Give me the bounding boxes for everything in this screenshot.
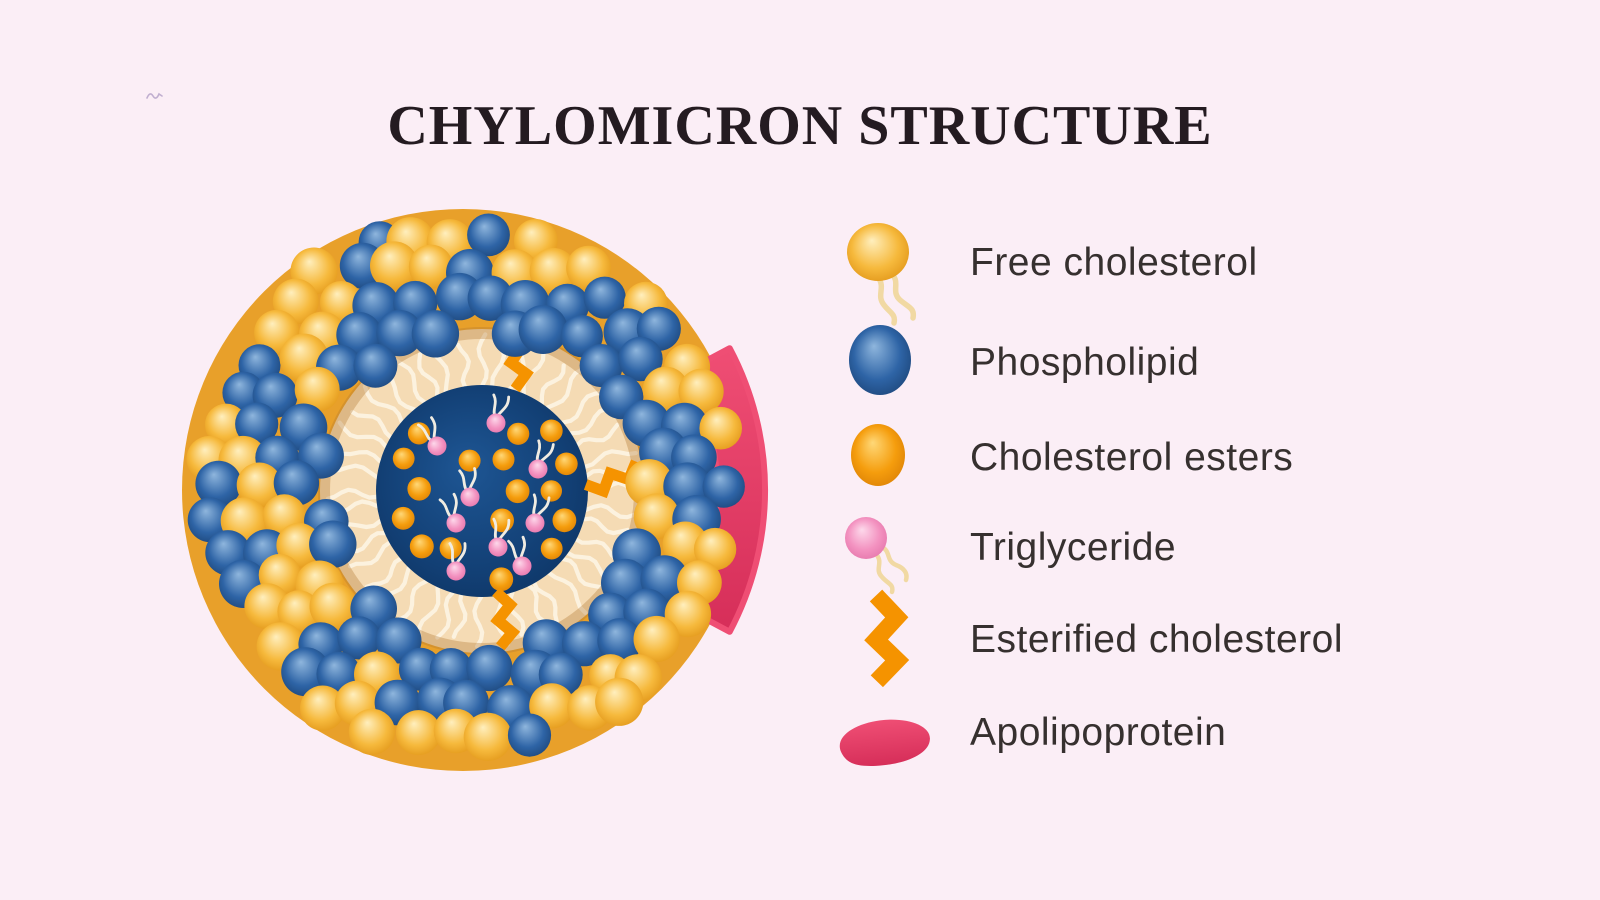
phospholipid-ball [195,460,242,507]
free-cholesterol-icon [847,223,917,326]
phospholipid-ball [376,309,423,357]
phospholipid-ball [507,713,552,757]
free-cholesterol-ball [294,366,340,412]
core-contents [391,393,578,592]
cholesterol-ester-ball [407,422,431,445]
phospholipid-ball [702,465,745,508]
free-cholesterol-ball [699,406,742,450]
cholesterol-ester-ball [392,447,415,470]
cholesterol-ester-ball [489,567,514,592]
phospholipid-ball [618,336,663,382]
triglyceride-molecule [486,393,511,433]
phospholipid-ball [411,310,460,358]
cholesterol-ester-ball [552,508,577,533]
phospholipid-ball [561,621,608,667]
triglyceride-molecule [416,416,447,456]
outer-shell [186,213,745,762]
free-cholesterol-ball [633,615,680,663]
legend-label: Free cholesterol [970,241,1258,284]
phospholipid-ball [281,647,331,697]
phospholipid-ball [337,616,381,660]
triglyceride-molecule [525,493,551,533]
phospholipid-ball [187,497,233,543]
esterified-cholesterol-icon [864,589,910,688]
free-cholesterol-ball [277,590,321,633]
cholesterol-ester-ball [409,534,434,559]
free-cholesterol-ball [595,677,644,726]
phospholipid-ball [353,343,398,388]
cholesterol-esters-icon [851,424,905,486]
free-cholesterol-ball [664,590,712,638]
free-cholesterol-ball [309,582,357,631]
triglyceride-molecule [507,535,532,576]
cholesterol-ester-ball [505,479,530,504]
cholesterol-ester-ball [540,537,563,560]
cholesterol-ester-ball [458,449,481,472]
chylomicron-diagram [182,209,768,771]
phospholipid-ball [466,644,513,692]
cholesterol-ester-ball [540,480,562,502]
free-cholesterol-ball [348,708,395,755]
phospholipid-ball [579,344,623,388]
legend-item-phospholipid: Phospholipid [828,315,1199,411]
page-title: CHYLOMICRON STRUCTURE [387,95,1213,157]
triglyceride-molecule [446,542,467,581]
cholesterol-ester-ball [555,452,578,476]
legend-item-free-cholesterol: Free cholesterol [828,215,1258,326]
free-cholesterol-ball [300,685,346,731]
free-cholesterol-ball [204,403,248,446]
cholesterol-ester-ball [507,422,530,445]
apolipoprotein-icon [839,719,930,766]
watermark-squiggle-icon [146,92,163,99]
triglyceride-molecule [488,517,511,557]
free-cholesterol-ball [693,527,737,571]
free-cholesterol-ball [408,244,453,289]
legend-label: Triglyceride [970,526,1177,569]
phospholipid-ball [309,520,357,568]
phospholipid-ball [597,618,643,664]
cholesterol-ester-ball [391,506,415,530]
free-cholesterol-ball [395,710,441,756]
cholesterol-ester-ball [407,477,432,501]
cholesterol-ester-ball [540,419,563,443]
free-cholesterol-ball [529,247,577,295]
free-cholesterol-ball [319,281,363,324]
free-cholesterol-ball [370,241,419,290]
legend-item-cholesterol-esters: Cholesterol esters [828,410,1293,506]
legend-item-apolipoprotein: Apolipoprotein [828,685,1226,781]
phospholipid-ball [467,213,510,257]
phospholipid-ball [583,276,626,319]
legend-item-esterified-cholesterol: Esterified cholesterol [828,589,1344,688]
legend-label: Cholesterol esters [970,436,1294,479]
cholesterol-ester-ball [492,448,515,471]
triglyceride-molecule [438,492,466,533]
legend-item-triglyceride: Triglyceride [828,500,1176,596]
legend-label: Phospholipid [970,341,1200,384]
free-cholesterol-ball [678,368,724,414]
free-cholesterol-ball [236,462,282,508]
phospholipid-ball [235,402,279,446]
lipid-tails-ring [322,329,638,649]
free-cholesterol-ball [633,493,680,540]
triglyceride-icon [845,517,909,595]
legend-label: Apolipoprotein [970,711,1227,754]
phospholipid-ball [518,305,568,354]
triglyceride-molecule [528,439,555,479]
legend-label: Esterified cholesterol [970,618,1344,661]
phospholipid-icon [849,325,911,395]
free-cholesterol-ball [463,712,512,762]
triglyceride-molecule [458,467,480,507]
